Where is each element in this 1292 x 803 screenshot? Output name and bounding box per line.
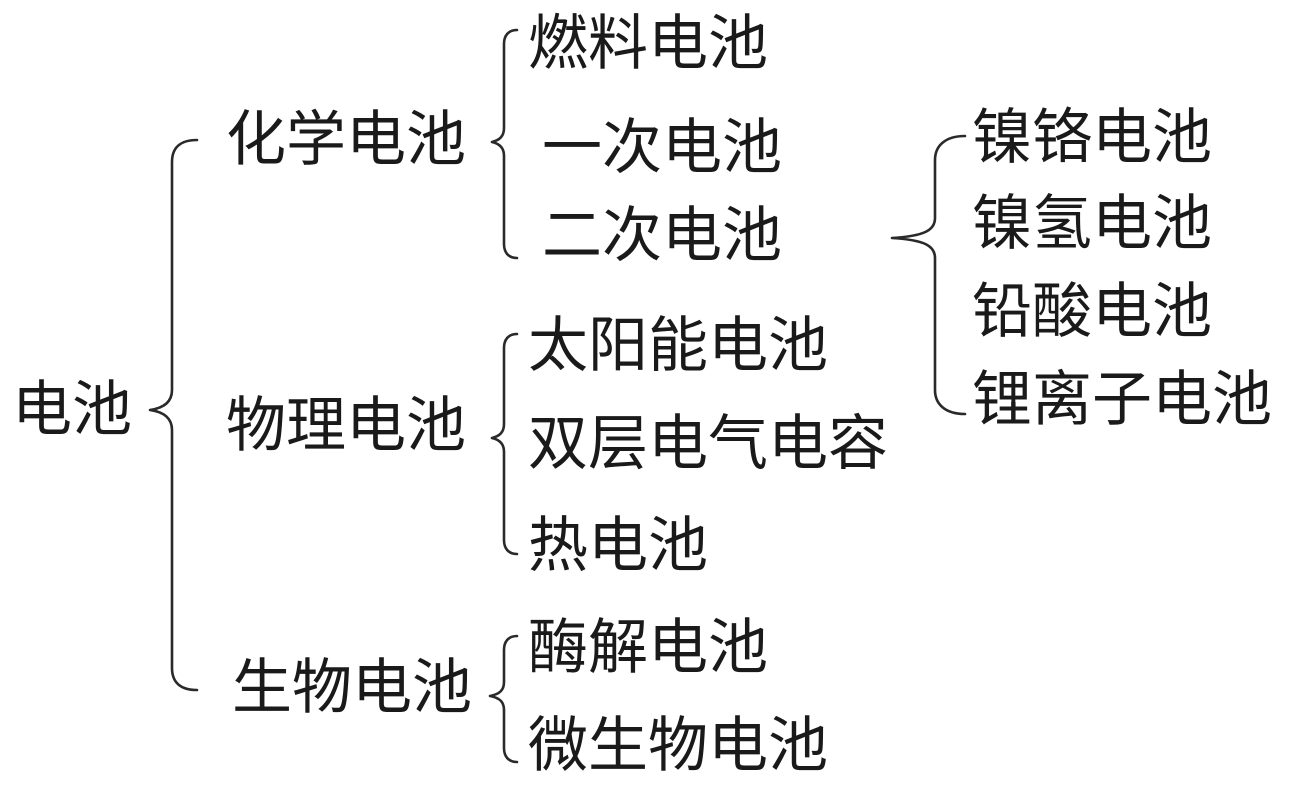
secondary-brace: [890, 134, 967, 416]
nickel-hydrogen-label: 镍氢电池: [972, 189, 1212, 259]
root-label: 电池: [12, 375, 132, 445]
fuel-cell-label: 燃料电池: [528, 9, 768, 79]
physical-brace: [490, 332, 519, 556]
biological-brace: [488, 634, 519, 764]
physical-battery-label: 物理电池: [226, 391, 466, 461]
double-layer-capacitor-label: 双层电气电容: [528, 409, 888, 479]
microbial-cell-label: 微生物电池: [528, 711, 828, 781]
biological-battery-label: 生物电池: [232, 653, 472, 723]
enzyme-cell-label: 酶解电池: [528, 613, 768, 683]
chemical-brace: [490, 28, 519, 260]
thermal-battery-label: 热电池: [528, 511, 708, 581]
lead-acid-label: 铅酸电池: [972, 277, 1212, 347]
secondary-cell-label: 二次电池: [542, 201, 782, 271]
root-brace: [148, 138, 199, 692]
solar-cell-label: 太阳能电池: [528, 311, 828, 381]
nickel-chromium-label: 镍铬电池: [972, 103, 1212, 173]
lithium-ion-label: 锂离子电池: [972, 365, 1272, 435]
primary-cell-label: 一次电池: [542, 113, 782, 183]
chemical-battery-label: 化学电池: [226, 105, 466, 175]
